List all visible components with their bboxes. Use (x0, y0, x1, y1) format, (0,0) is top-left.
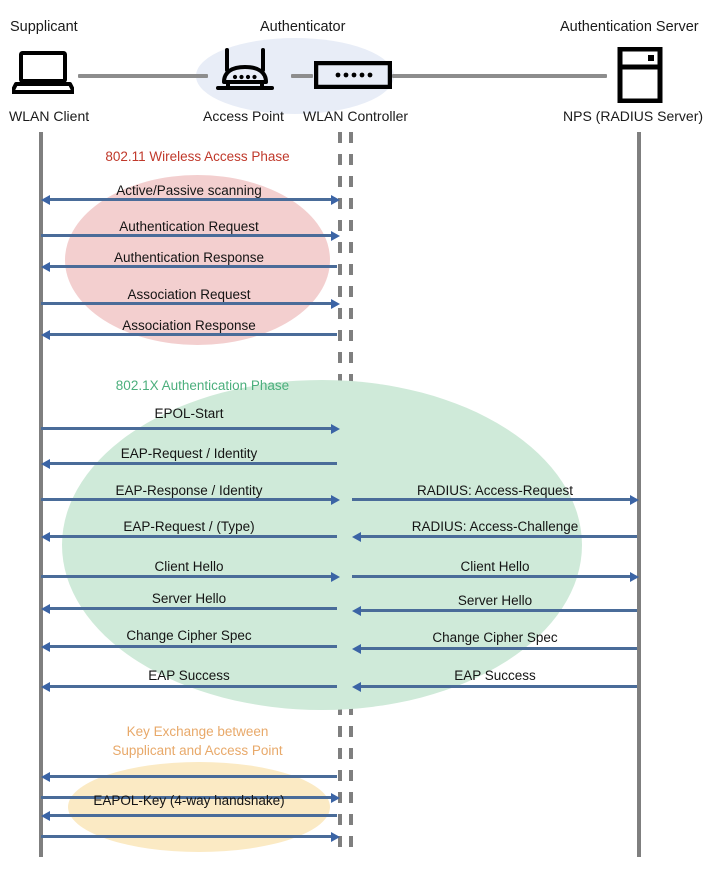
message-line (41, 498, 336, 501)
actor-name-nps-radius-server: NPS (RADIUS Server) (563, 108, 704, 124)
message-line (45, 333, 337, 336)
arrowhead-right-icon (331, 298, 340, 309)
message-label: RADIUS: Access-Challenge (411, 519, 579, 534)
actor-name-access-point: Access Point (203, 108, 284, 124)
actor-role-authentication-server: Authentication Server (560, 19, 699, 35)
arrowhead-right-icon (331, 831, 340, 842)
message-label: EAP-Request / Identity (120, 446, 258, 461)
message-line (41, 427, 336, 430)
arrowhead-left-icon (41, 641, 50, 652)
message-label: Change Cipher Spec (126, 628, 252, 643)
arrowhead-right-icon (331, 571, 340, 582)
arrowhead-right-icon (331, 230, 340, 241)
network-switch-icon (313, 60, 393, 94)
message-line (45, 607, 337, 610)
arrowhead-left-icon (41, 771, 50, 782)
lifeline-supplicant (39, 132, 43, 857)
arrowhead-left-icon (41, 329, 50, 340)
message-line (41, 234, 336, 237)
arrowhead-left-icon (41, 810, 50, 821)
message-label: Authentication Response (113, 250, 265, 265)
arrowhead-left-icon (352, 605, 361, 616)
message-line (45, 645, 337, 648)
message-label: Association Request (127, 287, 251, 302)
arrowhead-left-icon (41, 261, 50, 272)
laptop-icon (10, 50, 76, 99)
phase-label-key-exchange-line2: Supplicant and Access Point (112, 743, 283, 758)
phase-label-dot1x-authentication: 802.1X Authentication Phase (115, 378, 290, 393)
message-line (45, 775, 337, 778)
message-line (356, 647, 637, 650)
arrowhead-left-icon (41, 681, 50, 692)
arrowhead-left-icon (352, 681, 361, 692)
message-label: Association Response (122, 318, 256, 333)
message-line (41, 575, 336, 578)
phase-label-wireless-access: 802.11 Wireless Access Phase (105, 149, 290, 164)
message-line (45, 462, 337, 465)
arrowhead-right-icon (331, 423, 340, 434)
arrowhead-right-icon (331, 792, 340, 803)
link-ap-to-controller (291, 74, 313, 78)
message-line (45, 198, 336, 201)
arrowhead-right-icon (331, 194, 340, 205)
message-label: EAP-Response / Identity (115, 483, 263, 498)
message-label: EAP-Request / (Type) (123, 519, 255, 534)
link-client-to-ap (78, 74, 208, 78)
message-label: RADIUS: Access-Request (416, 483, 574, 498)
message-line (45, 535, 337, 538)
message-line (41, 796, 336, 799)
message-label: Server Hello (457, 593, 533, 608)
message-line (41, 835, 336, 838)
message-line (356, 685, 637, 688)
message-line (356, 535, 637, 538)
arrowhead-left-icon (352, 531, 361, 542)
wireless-router-icon (214, 48, 276, 99)
server-tower-icon (617, 46, 663, 108)
arrowhead-right-icon (331, 494, 340, 505)
message-line (45, 814, 337, 817)
message-line (45, 265, 337, 268)
message-label: Client Hello (460, 559, 530, 574)
message-label: Active/Passive scanning (116, 183, 262, 198)
phase-blob-dot1x-authentication (62, 380, 582, 710)
message-line (356, 609, 637, 612)
message-label: Change Cipher Spec (432, 630, 558, 645)
message-line (45, 685, 337, 688)
message-label: Server Hello (151, 591, 227, 606)
actor-name-wlan-client: WLAN Client (9, 108, 90, 124)
actor-role-authenticator: Authenticator (260, 19, 346, 35)
arrowhead-left-icon (41, 603, 50, 614)
message-label: EAP Success (148, 668, 230, 683)
actor-name-wlan-controller: WLAN Controller (303, 108, 409, 124)
phase-label-key-exchange-line1: Key Exchange between (126, 724, 269, 739)
message-label: EPOL-Start (154, 406, 224, 421)
message-label: Authentication Request (119, 219, 259, 234)
message-label: Client Hello (154, 559, 224, 574)
message-line (41, 302, 336, 305)
message-label: EAPOL-Key (4-way handshake) (93, 793, 285, 808)
message-label: EAP Success (454, 668, 536, 683)
arrowhead-left-icon (41, 194, 50, 205)
arrowhead-left-icon (41, 458, 50, 469)
phase-blob-wireless-access (65, 175, 330, 345)
actor-role-supplicant: Supplicant (10, 19, 78, 35)
arrowhead-left-icon (41, 531, 50, 542)
link-controller-to-server (392, 74, 607, 78)
lifeline-authentication-server (637, 132, 641, 857)
arrowhead-left-icon (352, 643, 361, 654)
message-line (352, 498, 635, 501)
arrowhead-right-icon (630, 571, 639, 582)
message-line (352, 575, 635, 578)
arrowhead-right-icon (630, 494, 639, 505)
